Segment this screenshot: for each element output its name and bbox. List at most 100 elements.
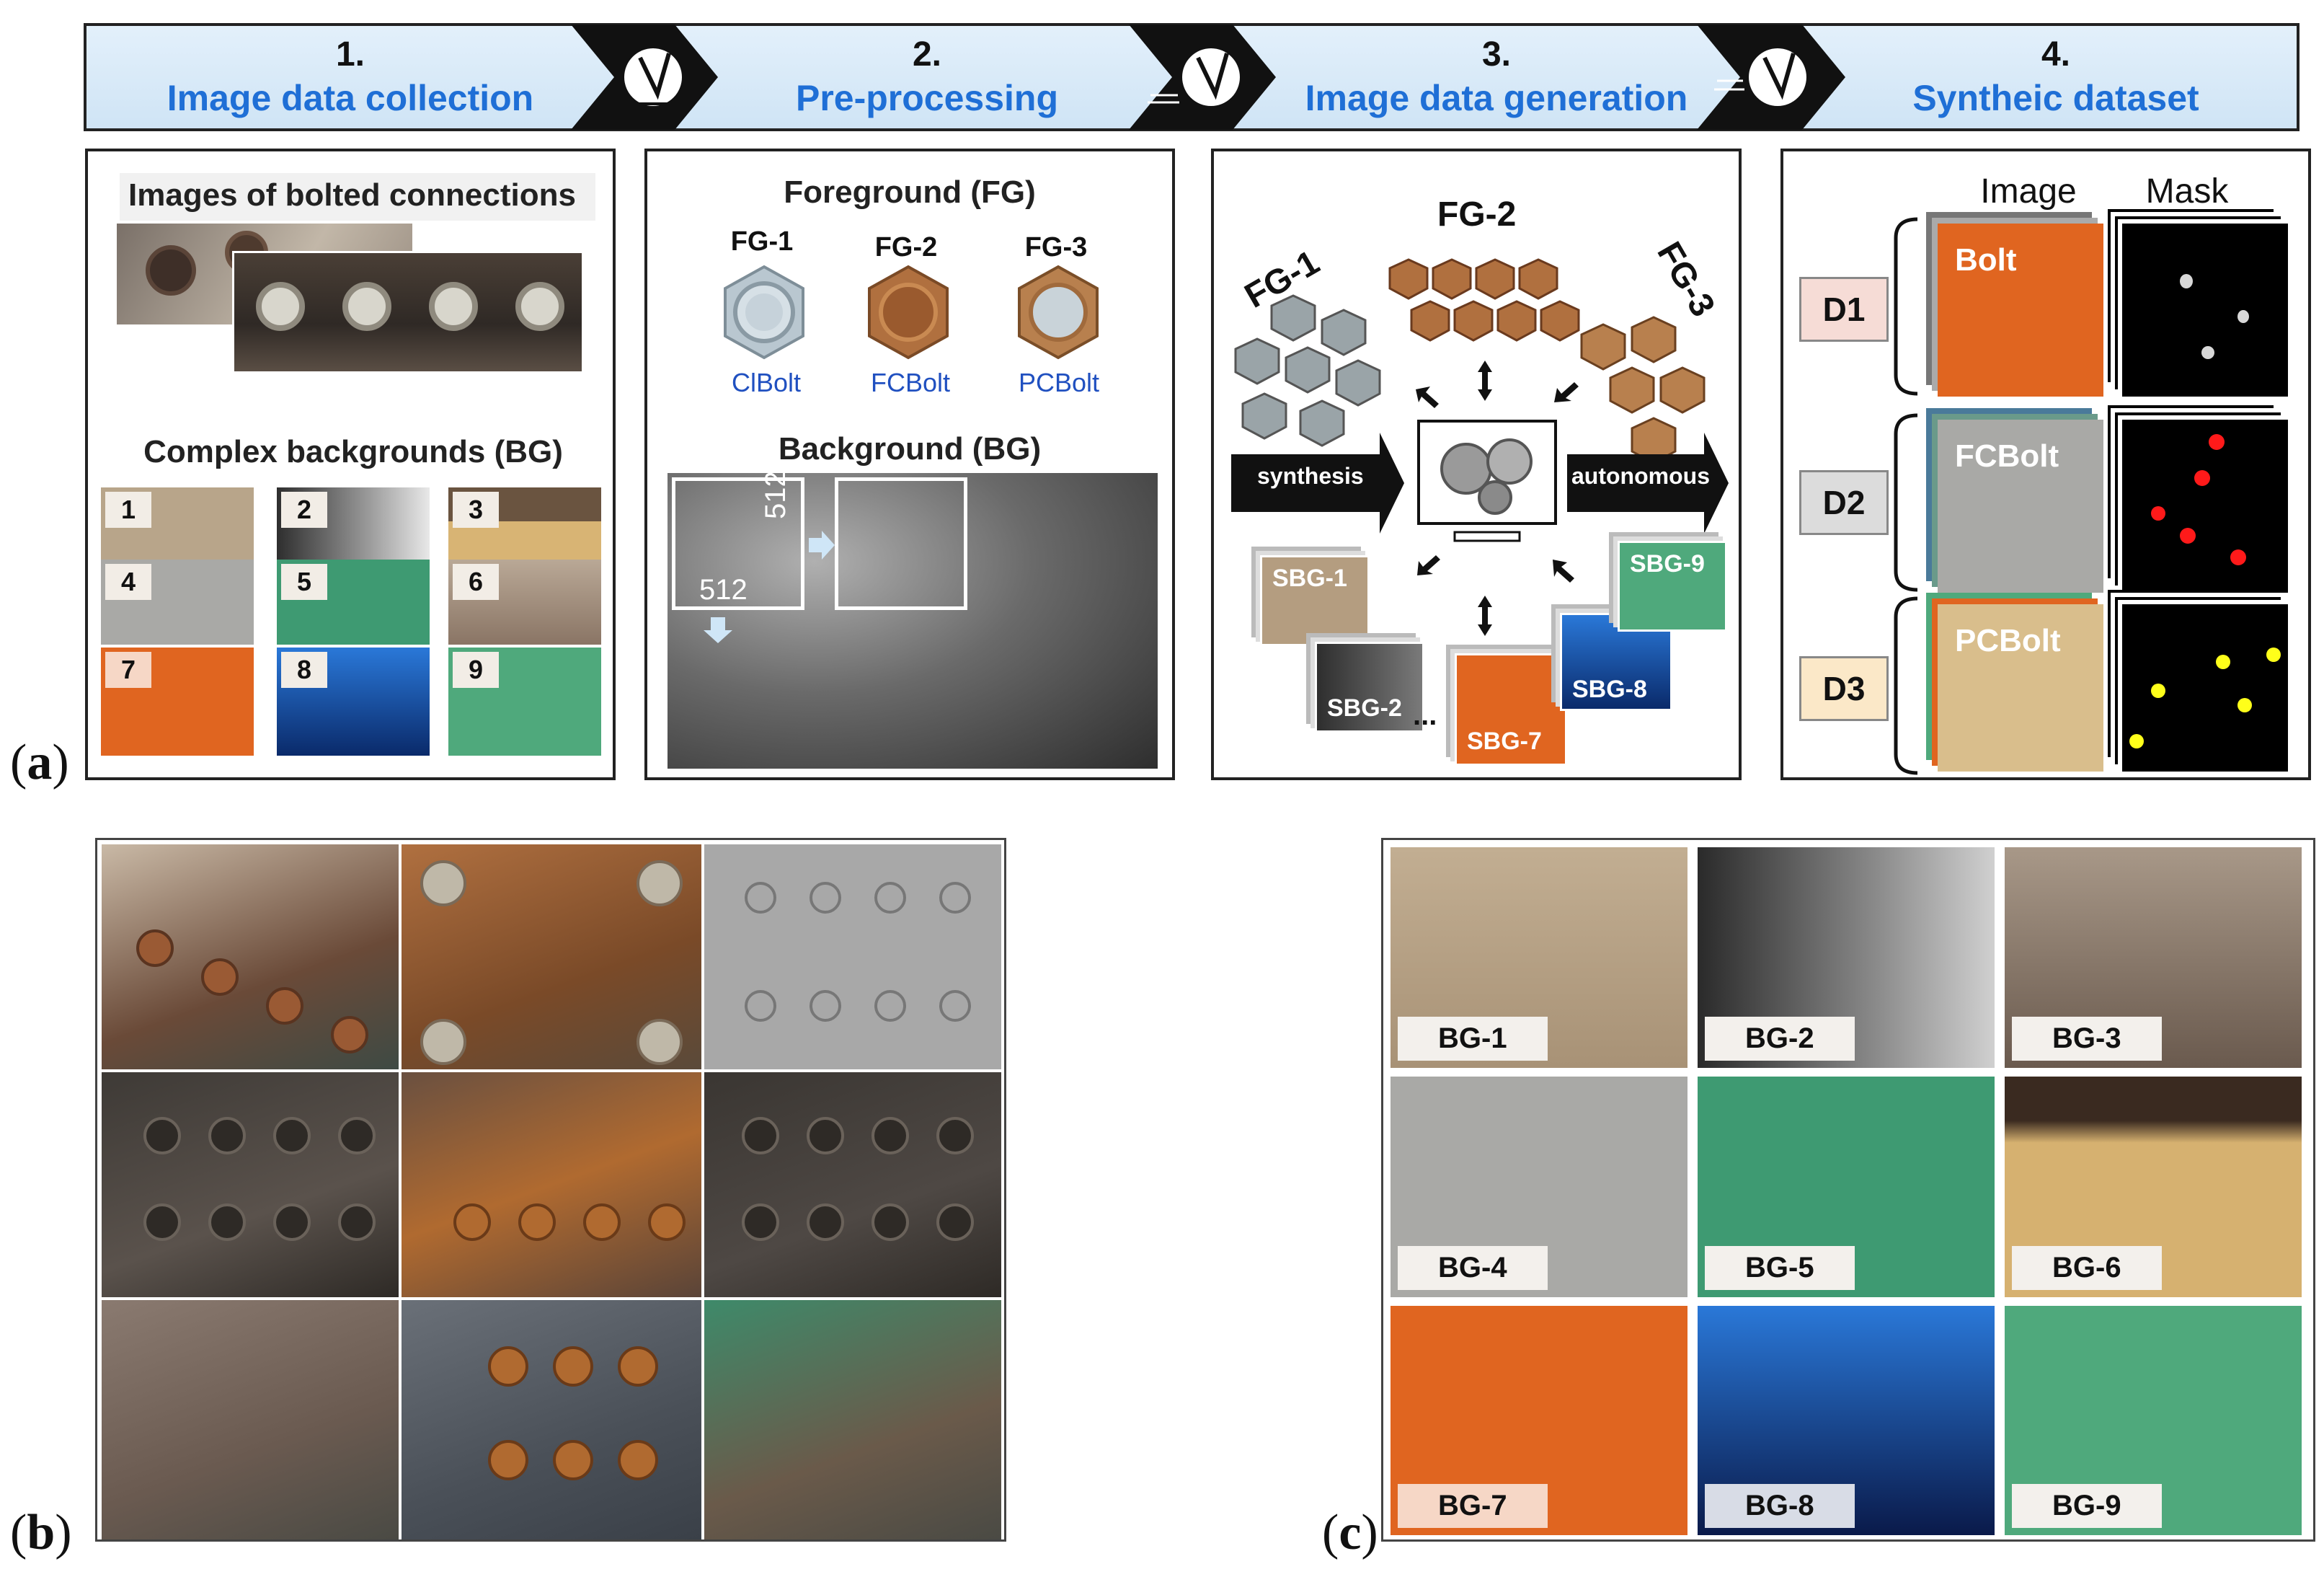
panel-label-b: (b) <box>10 1505 72 1560</box>
arrow-right-icon <box>809 531 835 560</box>
mask-blob <box>2129 734 2144 748</box>
step-number: 4. <box>2041 35 2071 74</box>
dataset-image-d2: FCBolt <box>1938 420 2103 593</box>
bg-tile-c6: BG-6 <box>2005 1077 2302 1297</box>
sbg-label: SBG-1 <box>1272 565 1347 592</box>
sbg-1: SBG-1 <box>1260 555 1370 646</box>
bg-tile-number: 5 <box>281 564 328 600</box>
dataset-name: FCBolt <box>1955 438 2059 474</box>
bg-tile-c7: BG-7 <box>1391 1306 1687 1535</box>
step-4: 4. Syntheic dataset <box>1814 23 2298 131</box>
dataset-name: Bolt <box>1955 242 2017 278</box>
bg-label: BG-1 <box>1398 1017 1548 1061</box>
bg-tile-4: 4 <box>101 560 254 645</box>
bolt-photo-8 <box>402 1300 701 1539</box>
panel-label-c: (c) <box>1322 1505 1378 1560</box>
panel-image-data-generation: FG-2 FG-1 FG-3 <box>1211 149 1742 780</box>
fg-3-bolt-cluster <box>1580 316 1706 464</box>
bolt-photo-5 <box>402 1072 701 1297</box>
bolt-photo-6 <box>704 1072 1001 1297</box>
step-title: Syntheic dataset <box>1912 78 2199 118</box>
fg-3-name: PCBolt <box>1018 368 1100 397</box>
bg-tile-c5: BG-5 <box>1698 1077 1995 1297</box>
dataset-name: PCBolt <box>1955 623 2061 658</box>
sbg-label: SBG-7 <box>1467 728 1542 755</box>
bolt-photo-9 <box>704 1300 1001 1539</box>
column-image-label: Image <box>1980 172 2077 211</box>
bg-tile-number: 9 <box>453 652 500 688</box>
fg-bolts-graphic <box>724 265 1099 360</box>
bolt-icon <box>146 245 196 296</box>
crop-height-label: 512 <box>760 471 791 519</box>
clock-icon <box>1196 53 1229 100</box>
fg-1-name: ClBolt <box>731 368 802 397</box>
bolt-icon <box>515 282 564 331</box>
mask-blob <box>2201 346 2214 359</box>
sbg-label: SBG-9 <box>1630 550 1705 578</box>
step-title: Pre-processing <box>795 78 1058 118</box>
step-title: Image data collection <box>167 78 534 118</box>
bg-label: BG-6 <box>2012 1246 2162 1290</box>
bg-tile-3: 3 <box>448 487 601 573</box>
bg-label: BG-5 <box>1705 1246 1855 1290</box>
bolt-photo-3 <box>704 844 1001 1069</box>
step-bar-graphic <box>84 23 2299 131</box>
bg-tile-9: 9 <box>448 648 601 756</box>
bg-label: BG-2 <box>1705 1017 1855 1061</box>
bg-tile-8: 8 <box>277 648 430 756</box>
dataset-chip-d3: D3 <box>1799 656 1889 721</box>
bolt-icon <box>429 282 478 331</box>
panel-pre-processing: Foreground (FG) FG-1 FG-2 FG-3 ClBolt FC… <box>644 149 1175 780</box>
fg-2-group-label: FG-2 <box>1437 195 1517 234</box>
mask-blob <box>2151 506 2165 521</box>
dataset-image-d3: PCBolt <box>1938 604 2103 772</box>
panel-label-a: (a) <box>10 735 69 790</box>
column-mask-label: Mask <box>2145 172 2229 211</box>
chevron-separator-1 <box>571 25 718 130</box>
bg-tile-7: 7 <box>101 648 254 756</box>
bolt-icons-row <box>136 929 368 1053</box>
ellipsis-text: ... <box>1413 699 1437 731</box>
bolt-photo-7 <box>102 1300 399 1539</box>
bg-tile-number: 8 <box>281 652 328 688</box>
bg-tile-number: 1 <box>105 492 152 528</box>
dataset-mask-d2 <box>2122 420 2288 593</box>
synthesis-arrow <box>1231 433 1404 534</box>
bolt-icon <box>256 282 305 331</box>
bolted-photo-front <box>232 251 584 374</box>
bidirectional-arrows <box>1416 361 1579 636</box>
chevron-separator-3 <box>1697 25 1845 130</box>
step-3: 3. Image data generation <box>1251 23 1742 131</box>
mask-blob <box>2266 648 2281 662</box>
bg-tile-5: 5 <box>277 560 430 645</box>
bg-tile-number: 6 <box>453 564 500 600</box>
crop-window-2 <box>835 477 967 610</box>
chevron-separator-2 <box>1129 25 1276 130</box>
heading-background: Background (BG) <box>778 431 1042 467</box>
step-title: Image data generation <box>1305 78 1688 118</box>
fg-1-bolt-cluster <box>1234 294 1381 447</box>
bg-label: BG-9 <box>2012 1484 2162 1528</box>
panel-synthetic-dataset: Image Mask D1 Bolt D2 FCBolt D3 PCBolt <box>1780 149 2311 780</box>
fg-2-label: FG-2 <box>874 232 938 262</box>
bg-label: BG-3 <box>2012 1017 2162 1061</box>
bg-tile-number: 4 <box>105 564 152 600</box>
clock-icon <box>1762 53 1796 100</box>
autonomous-arrow <box>1567 433 1729 534</box>
sbg-8: SBG-8 <box>1560 613 1672 711</box>
bg-tile-c4: BG-4 <box>1391 1077 1687 1297</box>
crop-width-label: 512 <box>699 574 748 606</box>
bracket-d1 <box>1894 217 1918 396</box>
bg-tile-2: 2 <box>277 487 430 573</box>
bg-tile-c2: BG-2 <box>1698 847 1995 1068</box>
mask-blob <box>2151 684 2165 698</box>
bg-tile-6: 6 <box>448 560 601 645</box>
synthesis-label: synthesis <box>1257 463 1364 489</box>
bg-tile-c8: BG-8 <box>1698 1306 1995 1535</box>
autonomous-label: autonomous <box>1571 463 1710 489</box>
panel-image-data-collection: Images of bolted connections Complex bac… <box>85 149 616 780</box>
mask-blob <box>2209 434 2225 450</box>
gear-icon <box>1486 438 1533 485</box>
bracket-d2 <box>1894 413 1918 592</box>
bolt-icons-plate <box>420 860 683 1065</box>
